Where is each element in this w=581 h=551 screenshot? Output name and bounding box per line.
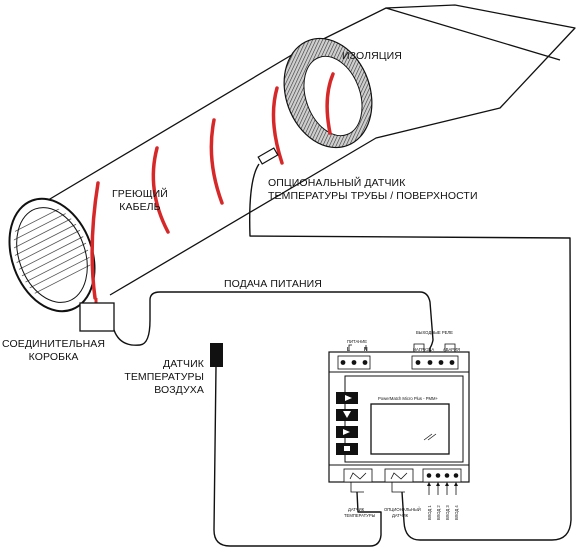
heating-cable-band-1	[90, 181, 100, 300]
controller-terminal-l: L	[347, 347, 350, 353]
junction-box	[79, 302, 115, 332]
wire-air-sensor	[213, 366, 382, 547]
controller-bottom-terminals	[343, 468, 462, 483]
optional-sensor-label: ОПЦИОНАЛЬНЫЙ ДАТЧИК ТЕМПЕРАТУРЫ ТРУБЫ / …	[268, 177, 478, 203]
controller-input-2: ВХОД 2	[436, 505, 441, 520]
controller-buttons	[336, 392, 358, 455]
controller-optional-sensor-label-1: ОПЦИОНАЛЬНЫЙ	[384, 507, 421, 512]
controller-model-text: PowerMatch Micro Plus - PMM+	[378, 396, 438, 401]
optional-sensor-label-line-2: ТЕМПЕРАТУРЫ ТРУБЫ / ПОВЕРХНОСТИ	[268, 190, 478, 202]
junction-box-label: СОЕДИНИТЕЛЬНАЯ КОРОБКА	[2, 338, 105, 364]
air-sensor-label-line-1: ДАТЧИК	[163, 358, 204, 370]
air-sensor-label: ДАТЧИК ТЕМПЕРАТУРЫ ВОЗДУХА	[124, 358, 204, 397]
heating-cable	[90, 72, 335, 300]
optional-sensor-label-line-1: ОПЦИОНАЛЬНЫЙ ДАТЧИК	[268, 177, 406, 189]
controller: PowerMatch Micro Plus - PMM+	[328, 330, 470, 520]
controller-display	[370, 403, 450, 455]
controller-input-3: ВХОД 3	[445, 505, 450, 520]
junction-box-label-line-2: КОРОБКА	[28, 351, 79, 363]
heating-cable-band-2	[151, 146, 170, 234]
pipe-sensor	[257, 147, 279, 165]
air-sensor-label-line-2: ТЕМПЕРАТУРЫ	[124, 371, 204, 383]
heating-cable-band-4	[271, 86, 284, 165]
controller-input-1: ВХОД 1	[427, 505, 432, 520]
controller-top-terminals	[337, 355, 459, 370]
wire-pipe-sensor	[249, 163, 572, 541]
heating-cable-band-5	[325, 72, 335, 135]
controller-sensor-label-1: ДАТЧИК	[348, 507, 365, 512]
air-sensor-label-line-3: ВОЗДУХА	[154, 384, 204, 396]
controller-input-4: ВХОД 4	[454, 505, 459, 520]
controller-terminal-n: N	[364, 347, 368, 353]
air-sensor-probe	[210, 343, 223, 367]
controller-relays-label: ВЫХОДНЫЕ РЕЛЕ	[416, 330, 453, 335]
heating-cable-label-line-1: ГРЕЮЩИЙ	[112, 188, 168, 200]
controller-optional-sensor-label-2: ДАТЧИК	[392, 513, 409, 518]
insulation-label: ИЗОЛЯЦИЯ	[342, 50, 402, 62]
heating-cable-band-3	[209, 118, 224, 205]
junction-box-label-line-1: СОЕДИНИТЕЛЬНАЯ	[2, 338, 106, 350]
controller-relay-alarm: АВАРИЯ	[443, 347, 460, 352]
power-supply-label: ПОДАЧА ПИТАНИЯ	[224, 278, 322, 290]
controller-sensor-label-2: ТЕМПЕРАТУРЫ	[344, 513, 376, 518]
controller-power-label: ПИТАНИЕ	[347, 339, 367, 344]
heating-cable-label: ГРЕЮЩИЙ КАБЕЛЬ	[112, 188, 168, 214]
heating-cable-label-line-2: КАБЕЛЬ	[119, 201, 161, 213]
controller-relay-load: НАГРУЗКА	[413, 347, 434, 352]
